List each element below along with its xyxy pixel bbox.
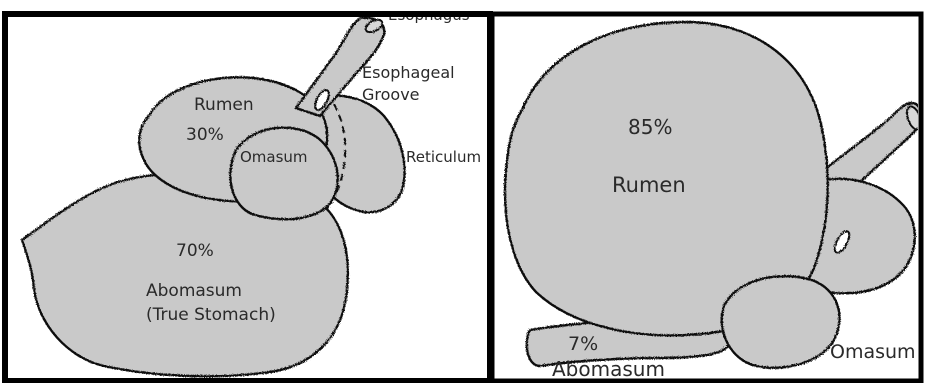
left-groove-label-line1: Esophageal — [362, 63, 455, 82]
right-panel: 85% Rumen 7% Abomasum Omasum — [494, 16, 924, 381]
left-abomasum-percent: 70% — [176, 241, 214, 261]
left-abomasum-label: Abomasum — [146, 281, 242, 301]
left-reticulum-label: Reticulum — [406, 148, 481, 166]
right-omasum-label: Omasum — [830, 341, 916, 363]
left-abomasum-sublabel: (True Stomach) — [146, 305, 276, 325]
right-abomasum-label: Abomasum — [552, 357, 665, 381]
left-omasum-label: Omasum — [240, 148, 308, 166]
left-panel: Esophagus Esophageal Groove Rumen 30% Om… — [8, 6, 488, 379]
left-groove-label-line2: Groove — [362, 85, 420, 104]
right-rumen-label: Rumen — [612, 173, 686, 197]
right-omasum-shape — [722, 276, 840, 368]
left-rumen-label: Rumen — [194, 95, 254, 115]
right-rumen-percent: 85% — [628, 115, 672, 139]
left-rumen-percent: 30% — [186, 125, 224, 145]
right-abomasum-percent: 7% — [568, 333, 598, 355]
left-omasum-shape — [230, 128, 337, 220]
